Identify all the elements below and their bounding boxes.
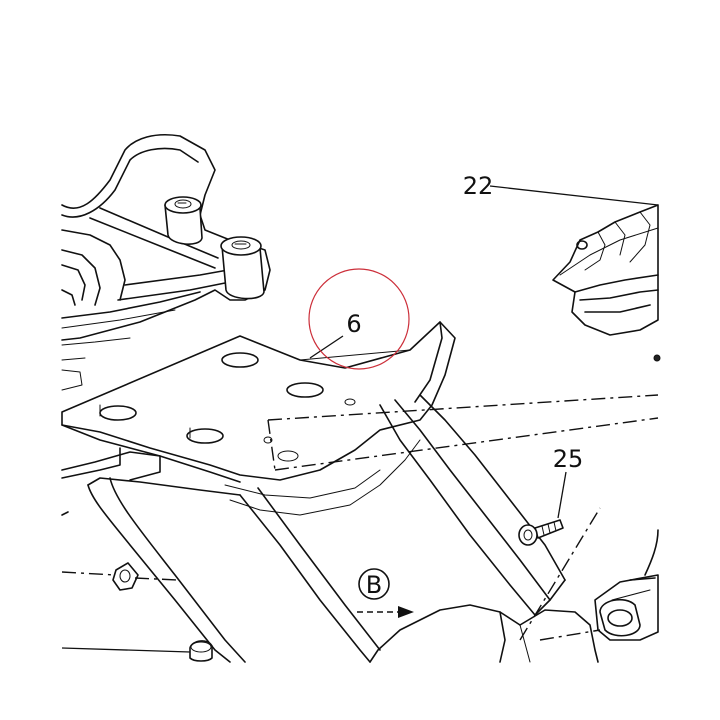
leader-25 bbox=[557, 471, 567, 519]
view-b-circle bbox=[358, 568, 390, 600]
grommet bbox=[594, 529, 659, 641]
leader-22 bbox=[489, 185, 659, 206]
frame-boss-upper bbox=[164, 196, 203, 245]
screw-left bbox=[189, 640, 213, 662]
plate-slot-4 bbox=[186, 428, 224, 444]
center-lines bbox=[61, 394, 659, 641]
highlight-circle bbox=[308, 268, 410, 370]
upper-frame-assembly bbox=[61, 134, 271, 391]
view-b-label: B bbox=[366, 571, 382, 599]
callout-22: 22 bbox=[463, 172, 494, 200]
callout-leaders bbox=[61, 185, 659, 653]
bracket-22 bbox=[552, 204, 661, 362]
leader-screw bbox=[61, 647, 191, 653]
plate-slot-2 bbox=[286, 382, 324, 398]
callout-25: 25 bbox=[553, 445, 584, 473]
view-b-indicator: B bbox=[357, 568, 414, 618]
plate-hole bbox=[344, 398, 356, 406]
part-fragment-left bbox=[61, 511, 69, 516]
bolt-25 bbox=[518, 519, 564, 546]
plate-slot-1 bbox=[221, 352, 259, 368]
leader-6 bbox=[309, 335, 344, 359]
nut-left bbox=[112, 562, 139, 591]
frame-boss-lower bbox=[220, 236, 265, 300]
callout-6: 6 bbox=[346, 310, 361, 338]
lower-frame-body bbox=[61, 394, 599, 663]
arrow-right-icon bbox=[398, 606, 414, 618]
